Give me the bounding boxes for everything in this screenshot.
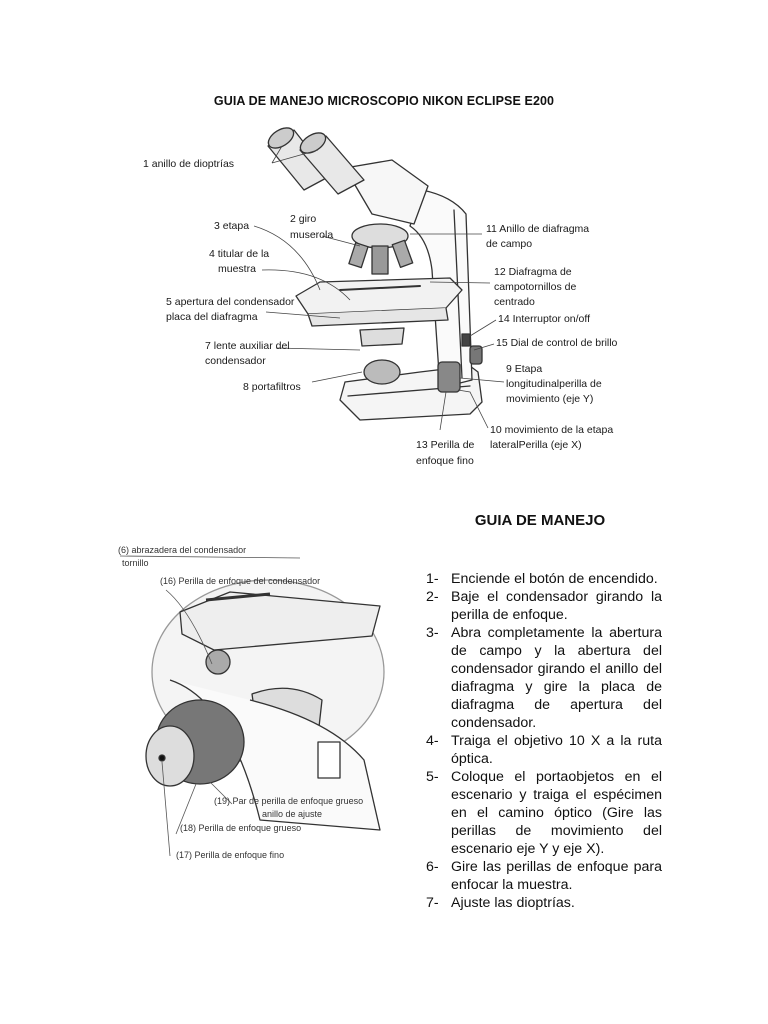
- svg-text:12 Diafragma de: 12 Diafragma de: [494, 266, 572, 278]
- list-item: 7- Ajuste las dioptrías.: [426, 894, 662, 912]
- detail-label-17: (17) Perilla de enfoque fino: [176, 850, 284, 860]
- svg-text:13 Perilla de: 13 Perilla de: [416, 439, 475, 451]
- svg-text:campotornillos de: campotornillos de: [494, 281, 576, 293]
- svg-text:(18) Perilla de enfoque grueso: (18) Perilla de enfoque grueso: [180, 823, 301, 833]
- microscope-label-12: 12 Diafragma de campotornillos de centra…: [494, 266, 576, 308]
- svg-text:9 Etapa: 9 Etapa: [506, 363, 542, 375]
- svg-text:2 giro: 2 giro: [290, 213, 316, 225]
- step-number: 2-: [426, 589, 439, 605]
- microscope-label-9: 9 Etapa longitudinalperilla de movimient…: [506, 363, 602, 405]
- step-number: 7-: [426, 895, 439, 911]
- microscope-label-7: 7 lente auxiliar del condensador: [205, 340, 290, 367]
- step-text: Gire las perillas de enfoque para enfoca…: [451, 859, 662, 893]
- microscope-label-3: 3 etapa: [214, 220, 249, 232]
- svg-text:4 titular de la: 4 titular de la: [209, 248, 269, 260]
- microscope-head: [344, 159, 429, 225]
- svg-text:(16) Perilla de enfoque del co: (16) Perilla de enfoque del condensador: [160, 576, 320, 586]
- detail-label-16: (16) Perilla de enfoque del condensador: [160, 576, 320, 586]
- svg-text:movimiento (eje Y): movimiento (eje Y): [506, 393, 593, 405]
- microscope-label-8: 8 portafiltros: [243, 381, 301, 393]
- microscope-label-15: 15 Dial de control de brillo: [496, 337, 618, 349]
- svg-text:de campo: de campo: [486, 238, 532, 250]
- objective-lens: [371, 245, 389, 275]
- condenser: [359, 327, 405, 347]
- svg-text:tornillo: tornillo: [122, 558, 149, 568]
- svg-text:8 portafiltros: 8 portafiltros: [243, 381, 301, 393]
- svg-text:1 anillo de dioptrías: 1 anillo de dioptrías: [143, 158, 234, 170]
- guide-title: GUIA DE MANEJO: [474, 512, 606, 529]
- step-text: Coloque el portaobjetos en el escenario …: [451, 769, 662, 857]
- microscope-label-2: 2 giro muserola: [290, 213, 333, 241]
- step-number: 3-: [426, 625, 439, 641]
- step-number: 1-: [426, 571, 439, 587]
- svg-text:longitudinalperilla de: longitudinalperilla de: [506, 378, 602, 390]
- list-item: 6- Gire las perillas de enfoque para enfo…: [426, 858, 662, 894]
- svg-text:14 Interruptor on/off: 14 Interruptor on/off: [498, 313, 590, 325]
- detail-label-18: (18) Perilla de enfoque grueso: [180, 823, 301, 833]
- svg-text:3 etapa: 3 etapa: [214, 220, 249, 232]
- detail-label-19: (19) Par de perilla de enfoque grueso an…: [214, 796, 363, 819]
- microscope-label-4: 4 titular de la muestra: [209, 248, 269, 275]
- svg-text:(19) Par de perilla de enfoque: (19) Par de perilla de enfoque grueso: [214, 796, 363, 806]
- svg-text:5 apertura del condensador: 5 apertura del condensador: [166, 296, 295, 308]
- step-text: Abra completamente la abertura de campo …: [451, 625, 662, 731]
- step-number: 6-: [426, 859, 439, 875]
- svg-text:11 Anillo de diafragma: 11 Anillo de diafragma: [486, 223, 589, 235]
- detail-label-6: (6) abrazadera del condensador tornillo: [118, 545, 246, 568]
- document-title: GUIA DE MANEJO MICROSCOPIO NIKON ECLIPSE…: [213, 94, 555, 108]
- svg-text:enfoque fino: enfoque fino: [416, 455, 474, 467]
- microscope-label-13: 13 Perilla de enfoque fino: [416, 439, 475, 467]
- microscope-label-1: 1 anillo de dioptrías: [143, 158, 234, 170]
- svg-text:anillo de ajuste: anillo de ajuste: [262, 809, 322, 819]
- microscope-label-11: 11 Anillo de diafragma de campo: [486, 223, 589, 250]
- focus-detail-diagram: [145, 579, 385, 831]
- svg-text:muestra: muestra: [218, 263, 256, 275]
- microscope-label-10: 10 movimiento de la etapa lateralPerilla…: [490, 424, 613, 451]
- svg-text:muserola: muserola: [290, 229, 333, 241]
- detail-stage: [179, 591, 381, 651]
- list-item: 1- Enciende el botón de encendido.: [426, 570, 662, 588]
- list-item: 4- Traiga el objetivo 10 X a la ruta ópti…: [426, 732, 662, 768]
- guide-steps-list: 1- Enciende el botón de encendido. 2- Baje…: [426, 570, 662, 912]
- step-number: 5-: [426, 769, 439, 785]
- svg-text:centrado: centrado: [494, 296, 535, 308]
- step-text: Traiga el objetivo 10 X a la ruta óptica…: [451, 733, 662, 767]
- focus-knob: [437, 361, 461, 393]
- step-number: 4-: [426, 733, 439, 749]
- step-text: Baje el condensador girando la perilla d…: [451, 589, 662, 623]
- step-text: Ajuste las dioptrías.: [451, 895, 575, 911]
- svg-text:10 movimiento de la etapa: 10 movimiento de la etapa: [490, 424, 613, 436]
- svg-text:placa del diafragma: placa del diafragma: [166, 311, 258, 323]
- svg-text:15 Dial de control de brillo: 15 Dial de control de brillo: [496, 337, 618, 349]
- list-item: 5- Coloque el portaobjetos en el escenari…: [426, 768, 662, 858]
- svg-text:(6) abrazadera del condensador: (6) abrazadera del condensador: [118, 545, 246, 555]
- microscope-label-5: 5 apertura del condensador placa del dia…: [166, 296, 295, 323]
- list-item: 3- Abra completamente la abertura de camp…: [426, 624, 662, 732]
- svg-text:lateralPerilla (eje X): lateralPerilla (eje X): [490, 439, 582, 451]
- step-text: Enciende el botón de encendido.: [451, 571, 658, 587]
- svg-text:7 lente auxiliar del: 7 lente auxiliar del: [205, 340, 290, 352]
- list-item: 2- Baje el condensador girando la perilla…: [426, 588, 662, 624]
- microscope-label-14: 14 Interruptor on/off: [498, 313, 590, 325]
- filter-holder: [363, 359, 401, 385]
- coarse-focus-knob: [145, 699, 245, 787]
- svg-text:condensador: condensador: [205, 355, 266, 367]
- svg-text:(17) Perilla de enfoque fino: (17) Perilla de enfoque fino: [176, 850, 284, 860]
